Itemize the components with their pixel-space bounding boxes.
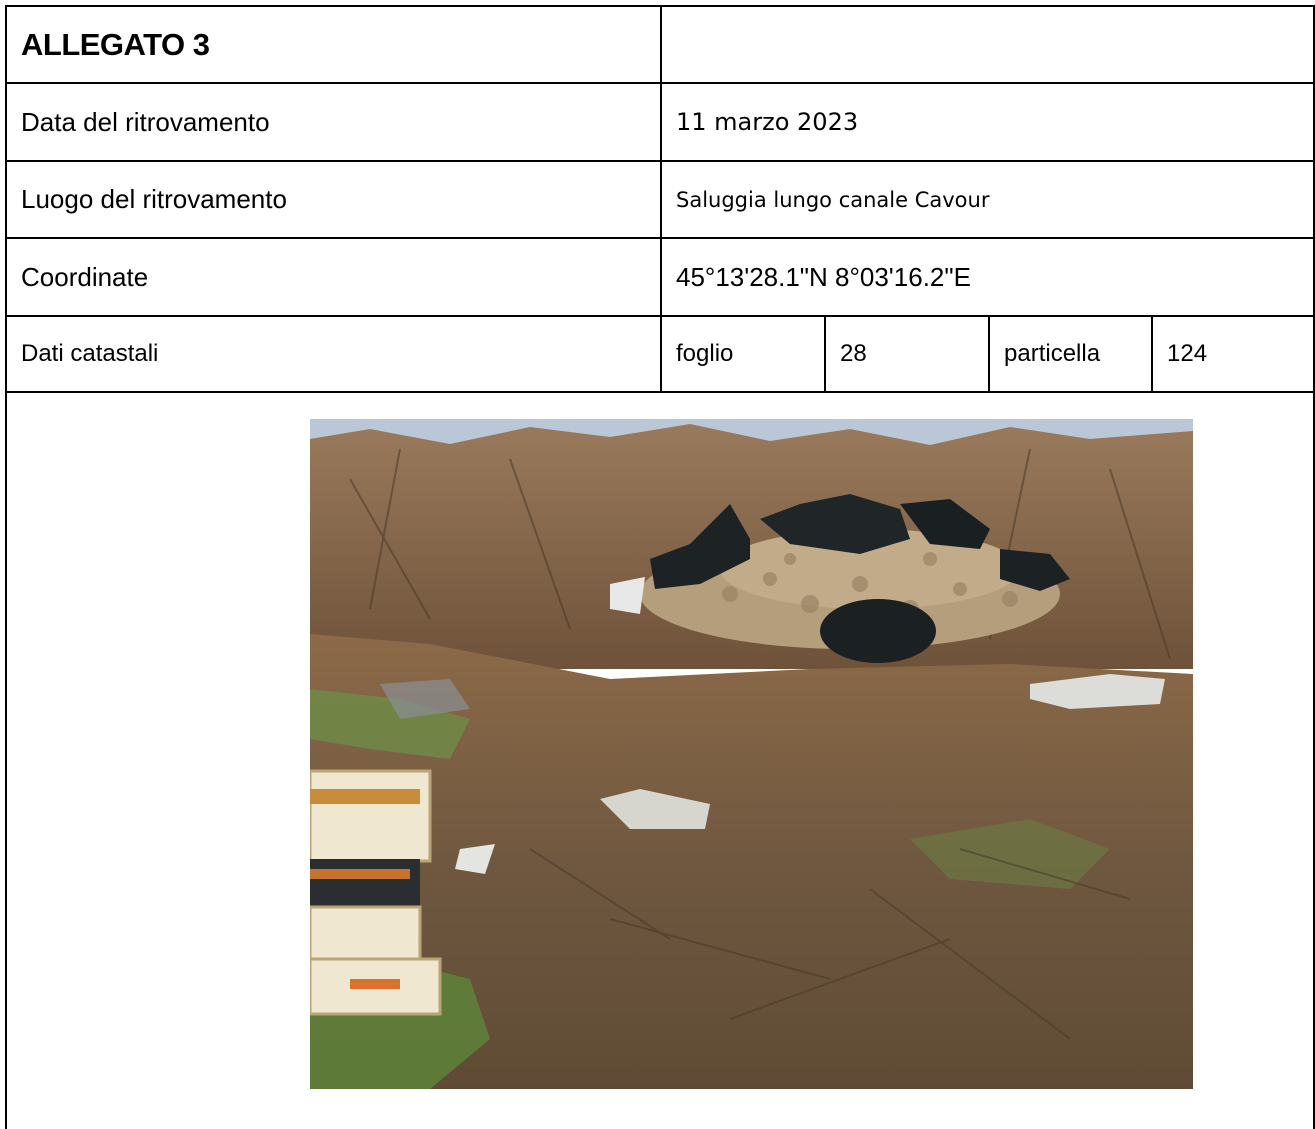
- header-row: ALLEGATO 3: [7, 7, 1313, 84]
- photo-twigs: [349, 448, 1171, 1040]
- photo-grass: [910, 819, 1110, 889]
- header-empty-cell: [660, 7, 1313, 82]
- row-coordinate: Coordinate 45°13'28.1"N 8°03'16.2"E: [7, 239, 1313, 317]
- photo-crates: [310, 769, 442, 1016]
- dati-catastali-label: Dati catastali: [21, 340, 159, 367]
- photo-litter: [455, 844, 495, 874]
- particella-label: particella: [988, 317, 1151, 391]
- photo-litter: [600, 789, 710, 829]
- photo-litter: [380, 679, 470, 719]
- document-title: ALLEGATO 3: [21, 26, 210, 62]
- dumped-waste-photo: [310, 419, 1193, 1089]
- luogo-ritrovamento-value: Saluggia lungo canale Cavour: [660, 162, 1313, 237]
- photo-black-bag: [1000, 549, 1070, 591]
- photo-stone-pile: [720, 529, 1020, 609]
- photo-litter: [1030, 674, 1165, 709]
- row-luogo-ritrovamento: Luogo del ritrovamento Saluggia lungo ca…: [7, 162, 1313, 239]
- photo-black-bag: [650, 504, 750, 589]
- photo-black-bag: [760, 494, 910, 554]
- photo-black-bag: [900, 499, 990, 549]
- coordinate-value: 45°13'28.1"N 8°03'16.2"E: [660, 239, 1313, 315]
- photo-ground: [310, 634, 1193, 1089]
- photo-grass: [310, 689, 470, 759]
- coordinate-label: Coordinate: [21, 261, 149, 292]
- photo-illustration: [310, 419, 1193, 1089]
- data-ritrovamento-value: 11 marzo 2023: [660, 84, 1313, 160]
- row-data-ritrovamento: Data del ritrovamento 11 marzo 2023: [7, 84, 1313, 162]
- row-dati-catastali: Dati catastali foglio 28 particella 124: [7, 317, 1313, 393]
- particella-value: 124: [1151, 317, 1313, 391]
- foglio-value: 28: [824, 317, 988, 391]
- foglio-label: foglio: [660, 317, 824, 391]
- document-sheet: ALLEGATO 3 Data del ritrovamento 11 marz…: [5, 5, 1315, 1129]
- photo-litter: [610, 577, 645, 614]
- photo-black-bag: [820, 599, 936, 663]
- luogo-ritrovamento-label: Luogo del ritrovamento: [21, 184, 287, 214]
- data-ritrovamento-label: Data del ritrovamento: [21, 106, 270, 137]
